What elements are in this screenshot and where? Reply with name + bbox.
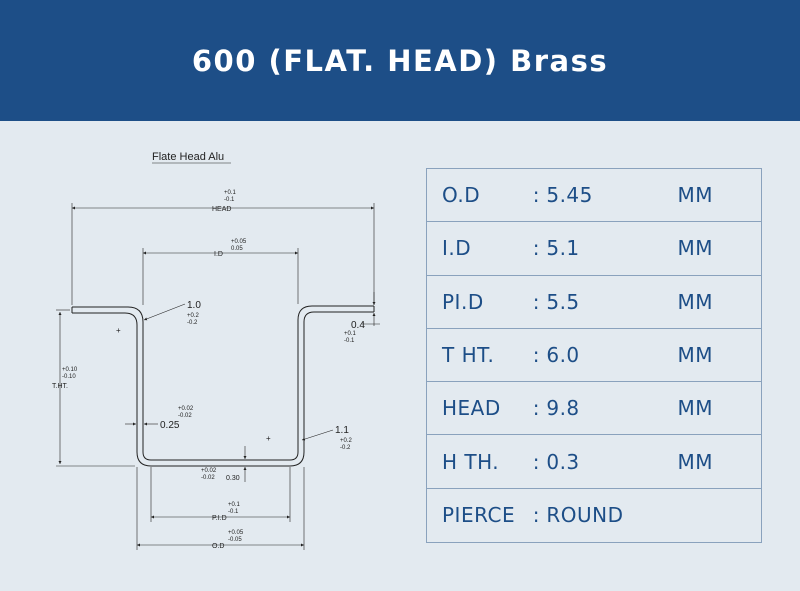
spec-row-tht: T HT. : 6.0 MM [427,329,761,383]
t04-tol-minus: -0.1 [344,338,355,344]
drawing-caption: Flate Head Alu [152,151,224,163]
spec-colon: : [532,396,541,421]
spec-label: HEAD [442,396,501,421]
spec-colon: : [532,236,541,261]
spec-row-hth: H TH. : 0.3 MM [427,435,761,489]
center-mark-right: + [266,434,271,443]
spec-unit: MM [677,396,714,421]
wall-tol-minus: -0.02 [178,413,192,419]
bottom-tol-minus: -0.02 [201,475,215,481]
tht-tol-plus: +0.10 [62,367,78,373]
head-label: HEAD [212,206,231,213]
pid-label: P.I.D [212,515,227,522]
r1-tol-plus: +0.2 [187,313,200,319]
page-title: 600 (FLAT. HEAD) Brass [191,43,609,78]
spec-unit: MM [677,449,714,474]
r2-tol-minus: -0.2 [340,445,351,451]
od-tol-plus: +0.05 [228,530,244,536]
head-tol-plus: +0.1 [224,190,237,196]
r2-leader [301,429,334,441]
spec-row-pid: PI.D : 5.5 MM [427,276,761,329]
spec-value: 0.3 [546,449,580,474]
spec-row-od: O.D : 5.45 MM [427,169,761,223]
spec-row-id: I.D : 5.1 MM [427,222,761,276]
bottom-tol-plus: +0.02 [201,468,217,474]
r2-label: 1.1 [335,425,349,436]
tht-tol-minus: -0.10 [62,374,76,380]
r1-tol-minus: -0.2 [187,320,198,326]
spec-unit: MM [677,289,714,314]
spec-label: O.D [442,183,481,208]
spec-value: ROUND [546,503,624,528]
cross-section-drawing: Flate Head Alu +0.1 -0.1 HEAD +0.05 0.05… [52,151,380,550]
spec-unit: MM [677,183,714,208]
spec-label: I.D [442,236,472,261]
spec-table: O.D : 5.45 MM I.D : 5.1 MM PI.D : 5.5 MM… [426,168,762,544]
tht-label: T.HT. [52,383,68,390]
spec-colon: : [532,449,541,474]
wall-label: 0.25 [160,420,180,431]
technical-drawing: Flate Head Alu +0.1 -0.1 HEAD +0.05 0.05… [40,140,410,560]
t04-label: 0.4 [351,320,365,331]
spec-value: 5.5 [546,289,580,314]
spec-colon: : [532,343,541,368]
id-tol-minus: 0.05 [231,246,243,252]
bottom-label: 0.30 [226,475,240,482]
spec-value: 5.45 [546,183,593,208]
spec-row-pierce: PIERCE : ROUND [427,489,761,542]
spec-colon: : [532,183,541,208]
spec-label: PIERCE [442,503,516,528]
spec-value: 5.1 [546,236,580,261]
spec-value: 9.8 [546,396,580,421]
spec-label: PI.D [442,289,484,314]
spec-unit: MM [677,236,714,261]
pid-tol-plus: +0.1 [228,502,241,508]
page-header: 600 (FLAT. HEAD) Brass [0,0,800,121]
head-tol-minus: -0.1 [224,197,235,203]
wall-tol-plus: +0.02 [178,406,194,412]
od-tol-minus: -0.05 [228,537,242,543]
id-tol-plus: +0.05 [231,239,247,245]
part-profile-inner [72,305,374,461]
id-label: I.D [214,251,223,258]
r2-tol-plus: +0.2 [340,438,353,444]
r1-label: 1.0 [187,300,201,311]
part-profile-outer [72,311,374,467]
od-label: O.D [212,543,224,550]
spec-unit: MM [677,343,714,368]
t04-tol-plus: +0.1 [344,331,357,337]
spec-colon: : [532,503,541,528]
pid-tol-minus: -0.1 [228,509,239,515]
spec-label: T HT. [442,343,495,368]
spec-colon: : [532,289,541,314]
spec-row-head: HEAD : 9.8 MM [427,382,761,436]
center-mark-left: + [116,326,121,335]
spec-label: H TH. [442,449,500,474]
r1-leader [143,303,186,321]
spec-value: 6.0 [546,343,580,368]
